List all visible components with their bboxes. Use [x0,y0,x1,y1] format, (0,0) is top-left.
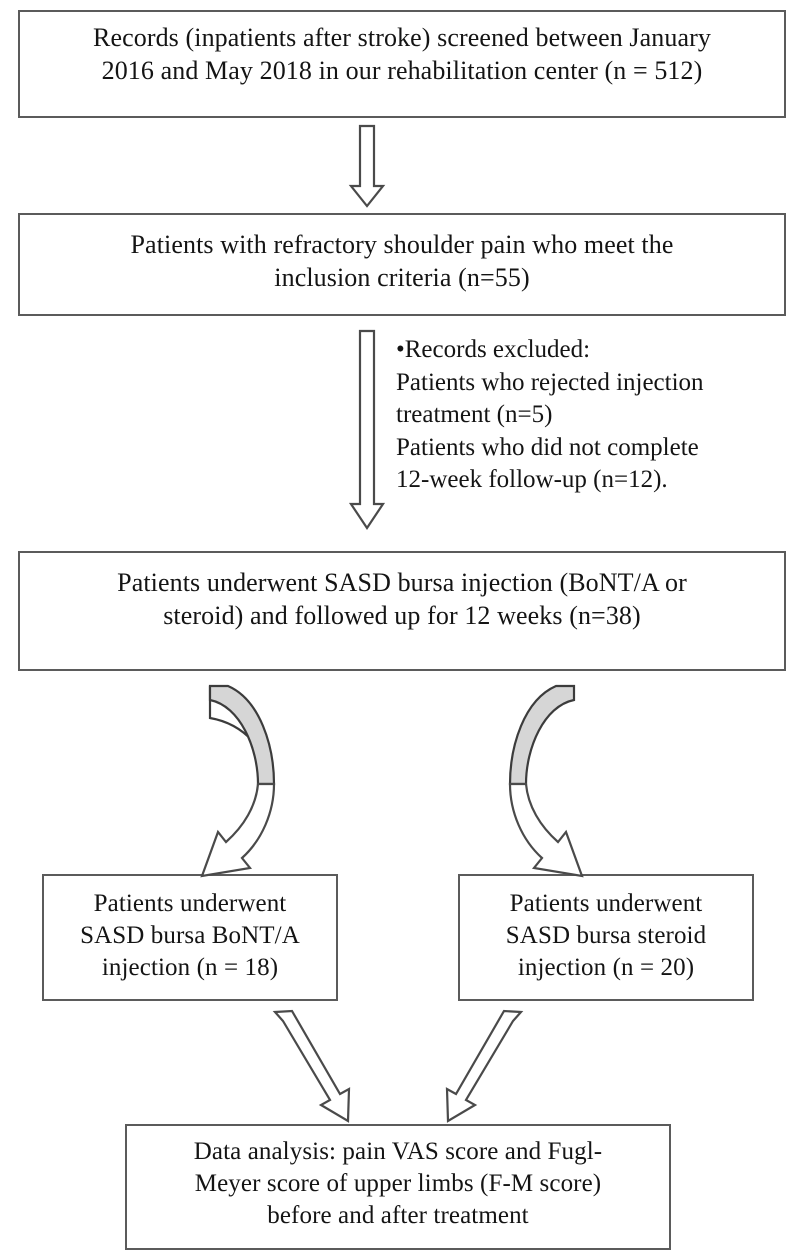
arrow-curved-icon-injection-to-bont [200,684,276,878]
flow-node-bont-a-group-label: Patients underwent SASD bursa BoNT/A inj… [80,890,300,981]
arrow-diagonal-icon-steroid-to-analysis [445,1009,524,1123]
arrow-down-icon-inclusion-to-injection [348,329,386,530]
flow-node-steroid-group: Patients underwent SASD bursa steroid in… [458,874,754,1001]
flow-node-bont-a-group: Patients underwent SASD bursa BoNT/A inj… [42,874,338,1001]
flow-node-steroid-group-label: Patients underwent SASD bursa steroid in… [505,890,707,981]
arrow-curved-icon-injection-to-steroid [508,684,584,878]
arrow-down-icon-screened-to-inclusion [348,124,386,208]
flow-node-records-screened-label: Records (inpatients after stroke) screen… [93,23,711,86]
flow-node-sasd-injection: Patients underwent SASD bursa injection … [18,551,786,671]
flow-node-records-screened: Records (inpatients after stroke) screen… [18,10,786,118]
flow-node-inclusion-criteria: Patients with refractory shoulder pain w… [18,213,786,316]
flow-node-data-analysis-label: Data analysis: pain VAS score and Fugl- … [193,1138,603,1229]
flow-node-data-analysis: Data analysis: pain VAS score and Fugl- … [125,1124,671,1250]
exclusion-annotation: •Records excluded: Patients who rejected… [396,336,704,493]
flow-node-sasd-injection-label: Patients underwent SASD bursa injection … [117,568,687,631]
flow-node-inclusion-criteria-label: Patients with refractory shoulder pain w… [130,230,674,293]
arrow-diagonal-icon-bont-to-analysis [272,1009,351,1123]
